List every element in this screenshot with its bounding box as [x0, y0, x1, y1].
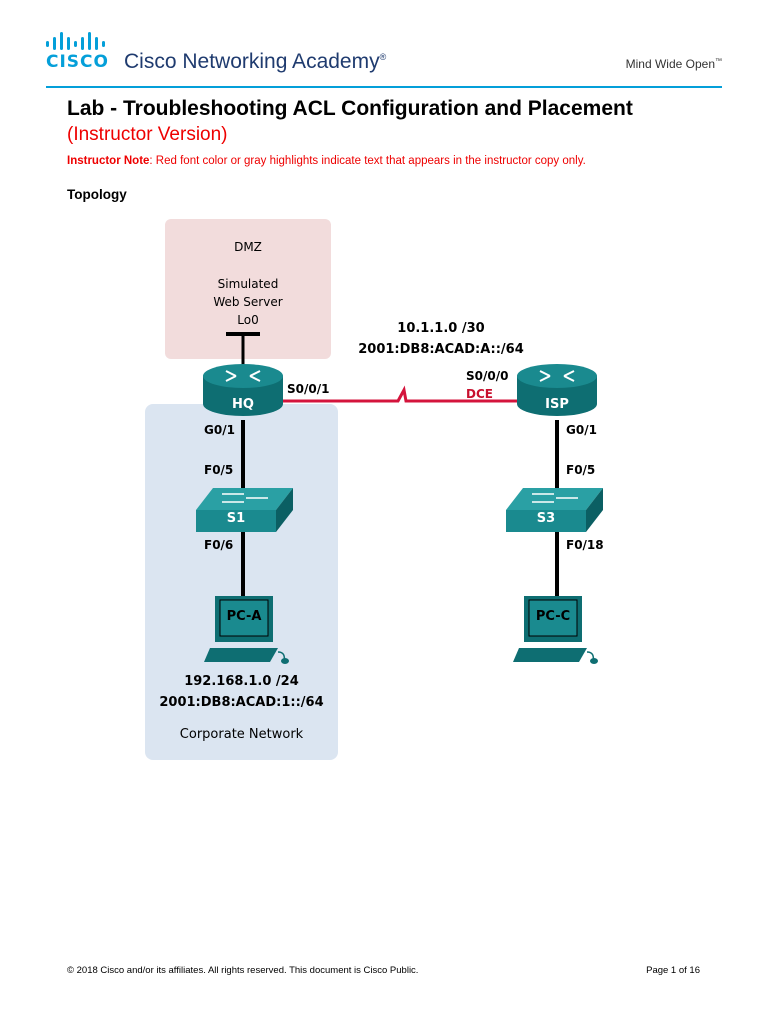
loopback-label: Lo0 — [237, 313, 259, 327]
instructor-version: (Instructor Version) — [67, 124, 228, 145]
hq-g01-port: G0/1 — [204, 423, 235, 437]
header-rule — [46, 86, 722, 88]
web-server-line1: Simulated — [217, 277, 279, 291]
pc-c-icon — [513, 596, 598, 664]
dmz-label: DMZ — [234, 240, 262, 254]
topology-heading: Topology — [67, 187, 127, 202]
hq-label: HQ — [232, 397, 254, 412]
isp-label: ISP — [545, 397, 569, 412]
s3-f018-port: F0/18 — [566, 538, 604, 552]
academy-name: Cisco Networking Academy® — [124, 50, 387, 73]
s1-label: S1 — [226, 511, 246, 526]
pc-a-label: PC-A — [226, 609, 262, 624]
wan-network: 10.1.1.0 /30 — [397, 321, 485, 336]
corp-ipv6: 2001:DB8:ACAD:1::/64 — [159, 695, 324, 710]
isp-g01-port: G0/1 — [566, 423, 597, 437]
pc-a-icon — [204, 596, 289, 664]
wan-ipv6: 2001:DB8:ACAD:A::/64 — [358, 342, 524, 357]
lab-title: Lab - Troubleshooting ACL Configuration … — [67, 97, 633, 120]
instructor-note: Instructor Note: Red font color or gray … — [67, 155, 586, 167]
s1-f05-port: F0/5 — [204, 463, 234, 477]
footer-page-number: Page 1 of 16 — [646, 965, 700, 976]
corp-network-label: Corporate Network — [179, 727, 304, 742]
tagline: Mind Wide Open™ — [625, 57, 722, 71]
s3-switch-icon — [506, 488, 603, 532]
s1-f06-port: F0/6 — [204, 538, 234, 552]
footer-copyright: © 2018 Cisco and/or its affiliates. All … — [67, 965, 419, 976]
isp-serial-port: S0/0/0 — [466, 369, 509, 383]
s3-label: S3 — [536, 511, 556, 526]
s3-f05-port: F0/5 — [566, 463, 596, 477]
s1-switch-icon — [196, 488, 293, 532]
serial-link — [283, 385, 520, 403]
hq-router-icon — [203, 364, 283, 416]
cisco-wordmark: CISCO — [46, 52, 109, 72]
corp-network: 192.168.1.0 /24 — [184, 674, 299, 689]
pc-c-label: PC-C — [535, 609, 571, 624]
web-server-line2: Web Server — [213, 295, 283, 309]
dce-label: DCE — [466, 387, 493, 401]
hq-serial-port: S0/0/1 — [287, 382, 330, 396]
isp-router-icon — [517, 364, 597, 416]
cisco-logo-bars-icon — [46, 32, 105, 50]
